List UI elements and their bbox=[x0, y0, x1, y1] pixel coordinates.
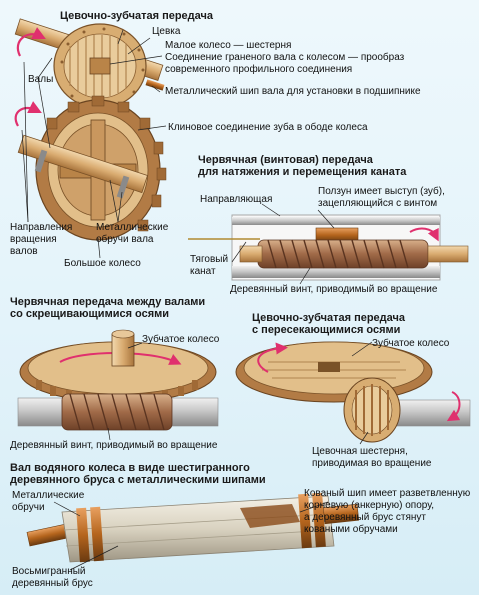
label-water-hoops-line1: Металлические bbox=[12, 490, 85, 501]
label-metal-pin: Металлический шип вала для установки в п… bbox=[165, 86, 421, 97]
worm-cross-title-line2: со скрещивающимися осями bbox=[10, 308, 170, 320]
label-worm-cross-gear: Зубчатое колесо bbox=[142, 334, 220, 345]
label-pin-line3: а деревянный брус стянут bbox=[304, 512, 427, 523]
lantern-pinion bbox=[343, 377, 401, 443]
label-pin-line4: коваными обручами bbox=[304, 524, 398, 535]
label-slider-line1: Ползун имеет выступ (зуб), bbox=[318, 186, 445, 197]
water-shaft-illustration bbox=[26, 492, 360, 571]
lantern-cross-illustration bbox=[235, 341, 471, 445]
label-pin-line2: корневую (анкерную) опору, bbox=[304, 500, 434, 511]
worm-cross-title-line1: Червячная передача между валами bbox=[10, 296, 206, 308]
lantern-cross-title-line2: с пересекающимися осями bbox=[252, 324, 401, 336]
label-guide: Направляющая bbox=[200, 194, 273, 205]
label-lantern-cross-gear: Зубчатое колесо bbox=[372, 338, 450, 349]
label-big-wheel: Большое колесо bbox=[64, 258, 141, 269]
label-pin-line1: Кованый шип имеет разветвленную bbox=[304, 488, 471, 499]
label-shafts: Валы bbox=[28, 74, 54, 85]
label-direction-line3: валов bbox=[10, 246, 38, 257]
lantern-gear-illustration bbox=[14, 18, 167, 259]
label-rope-line1: Тяговый bbox=[190, 254, 229, 265]
label-worm-cross-screw: Деревянный винт, приводимый во вращение bbox=[10, 440, 218, 451]
label-direction-line1: Направления bbox=[10, 222, 73, 233]
label-direction-line2: вращения bbox=[10, 234, 57, 245]
worm-rope-illustration bbox=[188, 203, 469, 285]
label-beam-line1: Восьмигранный bbox=[12, 566, 86, 577]
worm-cross-illustration bbox=[17, 329, 219, 441]
label-beam-line2: деревянный брус bbox=[12, 578, 93, 589]
label-shaft-joint-line2: современного профильного соединения bbox=[165, 64, 353, 75]
lantern-gear-title: Цевочно-зубчатая передача bbox=[60, 10, 214, 22]
label-worm-rope-screw: Деревянный винт, приводимый во вращение bbox=[230, 284, 438, 295]
label-water-hoops-line2: обручи bbox=[12, 502, 45, 513]
water-shaft-title-line2: деревянного бруса с металлическими шипам… bbox=[10, 474, 266, 486]
label-lantern: Цевка bbox=[152, 26, 181, 37]
worm-rope-title-line1: Червячная (винтовая) передача bbox=[198, 154, 373, 166]
label-hoops-line2: обручи вала bbox=[96, 234, 154, 245]
label-slider-line2: зацепляющийся с винтом bbox=[318, 198, 438, 209]
label-shaft-joint-line1: Соединение граненого вала с колесом — пр… bbox=[165, 52, 405, 63]
label-hoops-line1: Металлические bbox=[96, 222, 169, 233]
label-pinion-line2: приводимая во вращение bbox=[312, 458, 432, 469]
water-shaft-title-line1: Вал водяного колеса в виде шестигранного bbox=[10, 462, 250, 474]
label-wedge-joint: Клиновое соединение зуба в ободе колеса bbox=[168, 122, 368, 133]
label-pinion-line1: Цевочная шестерня, bbox=[312, 446, 408, 457]
label-rope-line2: канат bbox=[190, 266, 216, 277]
lantern-cross-title-line1: Цевочно-зубчатая передача bbox=[252, 312, 406, 324]
worm-rope-title-line2: для натяжения и перемещения каната bbox=[198, 166, 407, 178]
label-small-wheel: Малое колесо — шестерня bbox=[165, 40, 292, 51]
